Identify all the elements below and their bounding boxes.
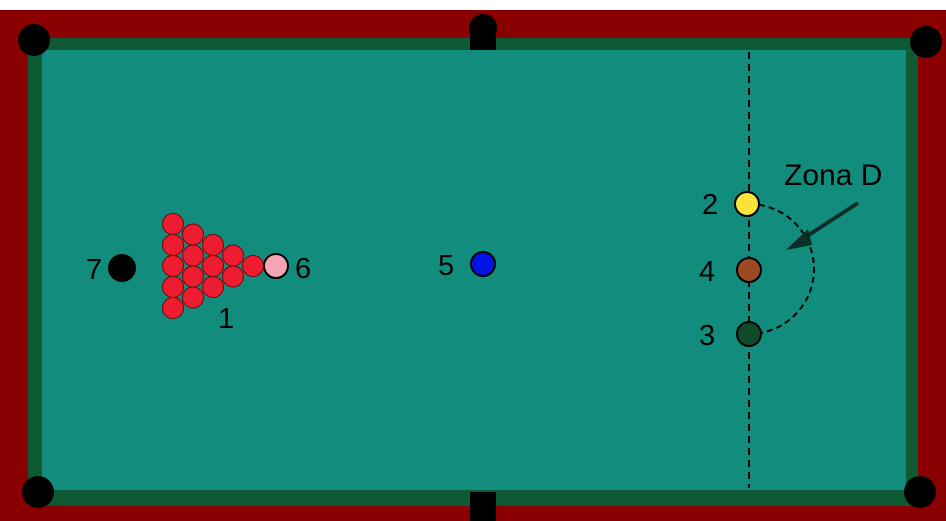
ball-label-pink: 6	[295, 253, 311, 285]
red-ball	[243, 256, 264, 277]
ball-label-brown: 4	[699, 256, 715, 288]
pocket-icon	[470, 492, 496, 521]
zone-label: Zona D	[784, 159, 882, 192]
red-ball	[163, 235, 184, 256]
red-ball	[183, 266, 204, 287]
red-ball	[163, 214, 184, 235]
ball-blue	[471, 252, 495, 276]
pocket-icon	[18, 24, 50, 56]
pocket-icon	[910, 26, 942, 58]
ball-black	[109, 255, 135, 281]
red-ball	[203, 277, 224, 298]
ball-pink	[264, 254, 288, 278]
red-ball	[183, 245, 204, 266]
red-ball	[163, 298, 184, 319]
ball-label-yellow: 2	[702, 189, 718, 221]
red-ball	[183, 224, 204, 245]
red-ball	[163, 277, 184, 298]
red-ball	[223, 266, 244, 287]
red-ball	[203, 235, 224, 256]
reds-label: 1	[218, 303, 234, 335]
ball-yellow	[735, 192, 759, 216]
red-ball	[183, 287, 204, 308]
ball-label-blue: 5	[438, 250, 454, 282]
pocket-icon	[470, 28, 496, 50]
pocket-icon	[904, 476, 936, 508]
ball-green	[737, 322, 761, 346]
red-ball	[223, 245, 244, 266]
pocket-icon	[22, 476, 54, 508]
ball-label-green: 3	[699, 320, 715, 352]
ball-brown	[737, 258, 761, 282]
red-ball	[203, 256, 224, 277]
ball-label-black: 7	[86, 254, 102, 286]
red-ball	[163, 256, 184, 277]
